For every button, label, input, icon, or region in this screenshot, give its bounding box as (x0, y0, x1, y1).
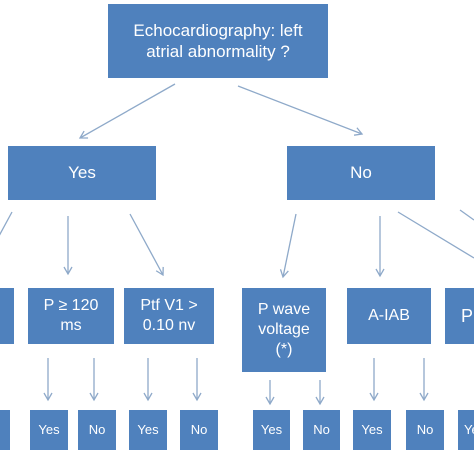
arrow-root-to-no (237, 85, 364, 136)
leaf-left-offscreen (0, 410, 10, 450)
leaf-aiab-yes: Yes (353, 410, 391, 450)
arrow-yes-to-left-offscreen (0, 211, 13, 236)
leaf-p-duration-no: No (78, 410, 116, 450)
arrow-no-to-right-offscreen (397, 211, 474, 259)
leaf-pwave-no: No (303, 410, 340, 450)
leaf-p-duration-yes: Yes (30, 410, 68, 450)
arrow-no-to-pwave (279, 213, 297, 279)
node-p-duration: P ≥ 120 ms (28, 288, 114, 344)
node-ptf-v1: Ptf V1 > 0.10 nv (124, 288, 214, 344)
node-p-right-partial: P (445, 288, 474, 344)
leaf-right-partial-yes: Ye (458, 410, 474, 450)
root-node-echocardiography: Echocardiography: left atrial abnormalit… (108, 4, 328, 78)
arrow-yes-to-ptf (129, 213, 164, 277)
node-no: No (287, 146, 435, 200)
arrow-root-to-yes (78, 83, 176, 139)
arrow-right-offscreen-stub (459, 209, 474, 221)
node-left-offscreen (0, 288, 14, 344)
leaf-pwave-yes: Yes (253, 410, 290, 450)
node-yes: Yes (8, 146, 156, 200)
leaf-ptf-no: No (180, 410, 218, 450)
node-a-iab: A-IAB (347, 288, 431, 344)
leaf-aiab-no: No (406, 410, 444, 450)
node-p-wave-voltage: P wave voltage (*) (242, 288, 326, 372)
leaf-ptf-yes: Yes (129, 410, 167, 450)
